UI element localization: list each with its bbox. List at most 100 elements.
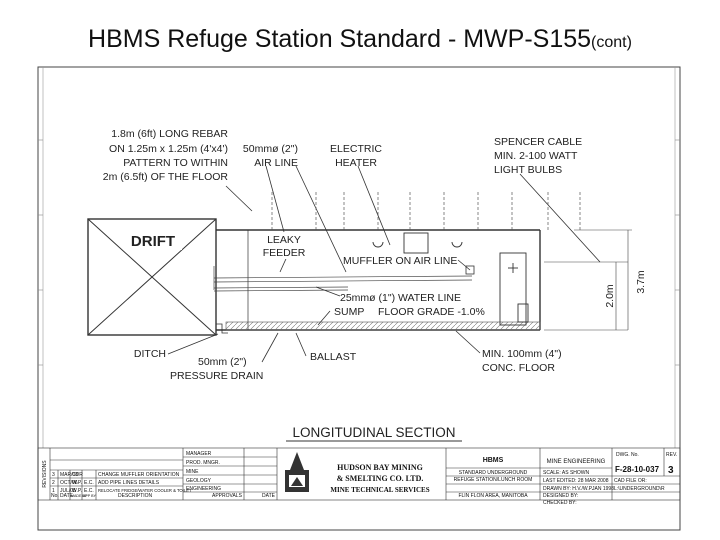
revisions-side-label: REVISIONS [42,460,48,488]
rev-1-no: 1 [52,488,55,494]
cad-file-label: CAD FILE OR: [614,478,647,484]
muffler [465,265,475,275]
rev-label: REV. [666,452,677,458]
slide-title: HBMS Refuge Station Standard - MWP-S155(… [0,25,720,54]
rev-header-date: DATE [60,493,74,499]
ballast-label: BALLAST [310,351,357,363]
rev-1-by: W.P. [72,488,82,494]
dwg-no-label: DWG. No. [616,452,639,458]
ditch [216,323,228,334]
air-line-1: 50mmø (2") [243,143,298,155]
frame-ticks [38,139,680,366]
pressure-drain-line-2: PRESSURE DRAIN [170,370,263,382]
pressure-drain-label: 50mm (2") PRESSURE DRAIN [170,356,263,382]
drawn-date: JAN 1998 [592,486,614,492]
rev-value: 3 [668,465,674,476]
spencer-line-2: MIN. 2-100 WATT [494,150,578,162]
light-bulb-left [372,241,384,248]
approval-prod: PROD. MNGR. [186,460,220,466]
leaky-feeder-label: LEAKY FEEDER [262,233,306,259]
company-name: HUDSON BAY MINING & SMELTING CO. LTD. MI… [330,463,429,494]
pressure-drain-line-1: 50mm (2") [198,356,247,368]
rebar-line-2: ON 1.25m x 1.25m (4'x4') [109,143,228,155]
air-line-label: 50mmø (2") AIR LINE [243,143,298,169]
drawing-title-1: STANDARD UNDERGROUND [459,470,528,476]
approval-manager: MANAGER [186,451,212,457]
drawn-by: DRAWN BY: H.V./W.P. [543,486,593,492]
dim-inner-height: 2.0m [604,284,616,308]
spencer-cable-label: SPENCER CABLE MIN. 2-100 WATT LIGHT BULB… [494,136,582,176]
rev-3-no: 3 [52,472,55,478]
water-line-label: 25mmø (1") WATER LINE [340,292,461,304]
rev-3-desc: CHANGE MUFFLER ORIENTATION [98,472,180,478]
company-line-2: & SMELTING CO. LTD. [337,474,424,483]
section-title: LONGITUDINAL SECTION [292,425,455,440]
location: FLIN FLON AREA, MANITOBA [458,493,528,499]
dwg-no: F-28-10-037 [615,465,660,474]
approvals-header: APPROVALS [212,493,243,499]
scale: SCALE: AS SHOWN [543,470,590,476]
approval-geology: GEOLOGY [186,478,212,484]
rev-2-desc: ADD PIPE LINES DETAILS [98,480,160,486]
spencer-line-3: LIGHT BULBS [494,164,562,176]
cad-path: L:\UNDERGROUND\R [614,486,665,492]
title-block [37,447,681,501]
heater-label: ELECTRIC HEATER [330,143,382,169]
rev-1-desc: RELOCATE FRIDGE/WATER COOLER & TOILET [98,488,192,493]
heater-line-1: ELECTRIC [330,143,382,155]
approvals-date: DATE [262,493,276,499]
revision-rows: 3 MAR/08 CDR CHANGE MUFFLER ORIENTATION … [52,472,192,494]
ditch-label: DITCH [134,348,166,360]
rebar-label: 1.8m (6ft) LONG REBAR ON 1.25m x 1.25m (… [103,128,229,183]
conc-floor-line-1: MIN. 100mm (4") [482,348,562,360]
rebar-line-4: 2m (6.5ft) OF THE FLOOR [103,171,229,183]
department: MINE ENGINEERING [547,459,606,465]
rebar-markers [271,192,581,230]
muffler-label: MUFFLER ON AIR LINE [343,255,457,267]
floor-grade-label: FLOOR GRADE -1.0% [378,306,485,318]
rev-2-by: W.P. [72,480,82,486]
hbms-label: HBMS [483,457,504,464]
rebar-line-1: 1.8m (6ft) LONG REBAR [111,128,228,140]
rev-1-date: JUL/05 [60,488,76,494]
rev-2-date: OCT/06 [60,480,78,486]
rev-header-no: No. [51,493,59,499]
light-bulb-right [451,241,463,248]
rev-header-made: MADE BY [71,494,88,498]
air-line-pipe [213,266,473,290]
title-suffix: (cont) [591,34,632,51]
rev-3-by: CDR [72,472,83,478]
approvals: MANAGER PROD. MNGR. MINE GEOLOGY ENGINEE… [186,451,276,499]
approval-mine: MINE [186,469,199,475]
last-edited: LAST EDITED: 28 MAR 2008 [543,478,609,484]
rev-header-app: APP BY [83,494,97,498]
drift-label: DRIFT [131,233,175,250]
sump-label: SUMP [334,306,364,318]
door [499,252,529,326]
approval-engineering: ENGINEERING [186,486,221,492]
company-line-3: MINE TECHNICAL SERVICES [330,486,429,494]
hbms-logo [285,452,309,492]
revision-headers: No. DATE MADE BY APP BY DESCRIPTION [51,493,153,499]
company-line-1: HUDSON BAY MINING [337,463,423,472]
floor-slab [225,321,541,331]
checked-by: CHECKED BY: [543,500,577,506]
leaky-line-1: LEAKY [267,234,301,246]
conc-floor-line-2: CONC. FLOOR [482,362,555,374]
drift-section [87,218,217,336]
spencer-line-1: SPENCER CABLE [494,136,582,148]
dim-outer-height: 3.7m [635,270,647,294]
drawing-title-2: REFUGE STATION/LUNCH ROOM [454,477,533,483]
drawing-frame [37,66,681,531]
rev-2-no: 2 [52,480,55,486]
rev-3-date: MAR/08 [60,472,78,478]
leaky-line-2: FEEDER [263,247,306,259]
rev-1-app: E.C. [84,488,94,494]
rev-header-desc: DESCRIPTION [118,493,153,499]
rebar-line-3: PATTERN TO WITHIN [123,157,228,169]
electric-heater [403,232,429,254]
heater-line-2: HEATER [335,157,377,169]
air-line-2: AIR LINE [254,157,298,169]
title-main: HBMS Refuge Station Standard - MWP-S155 [88,25,592,53]
